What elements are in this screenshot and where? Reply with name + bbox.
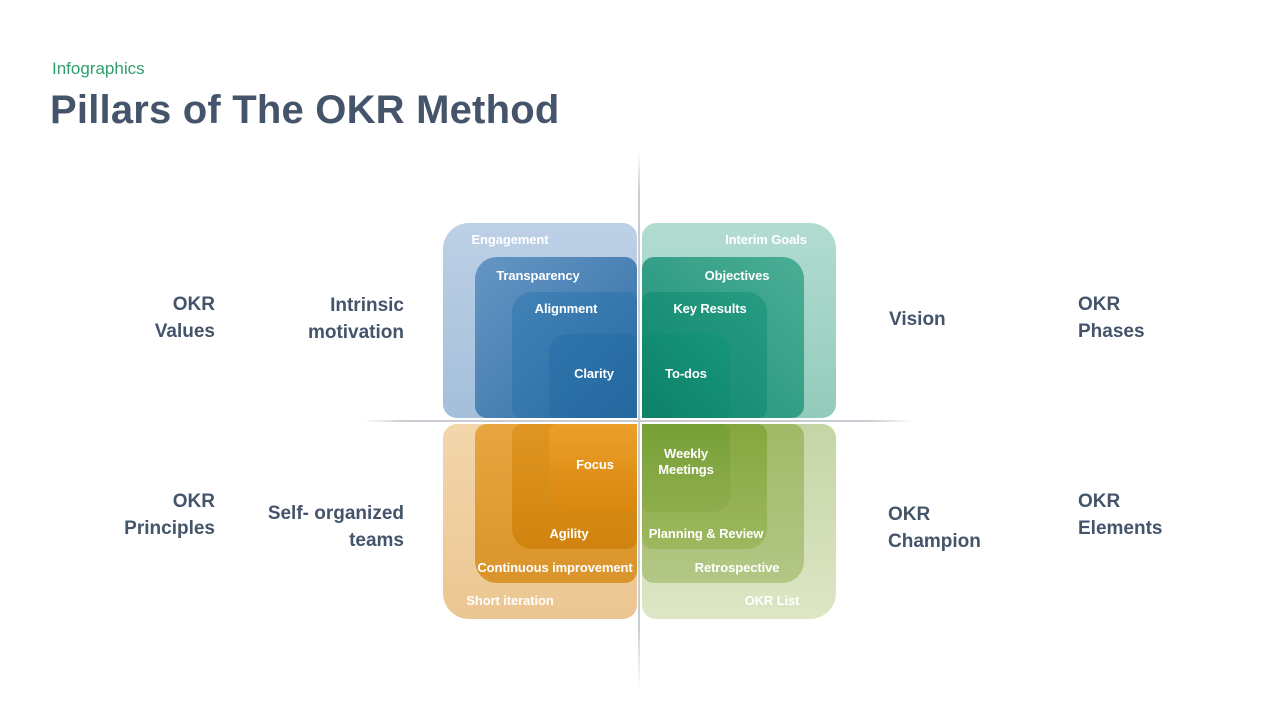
ring-label-transparency: Transparency <box>496 268 580 283</box>
ring-label-engagement: Engagement <box>471 232 549 247</box>
square-bottom-right-level-4 <box>642 424 730 512</box>
ring-label-objectives: Objectives <box>704 268 770 283</box>
ring-label-short-iteration: Short iteration <box>466 593 554 608</box>
ring-label-interim-goals: Interim Goals <box>725 232 807 247</box>
ring-label-to-dos: To-dos <box>665 366 707 381</box>
page-title: Pillars of The OKR Method <box>50 88 560 132</box>
annotation-right-bottom-category: OKR Elements <box>1078 491 1163 539</box>
ring-label-continuous-improvement: Continuous improvement <box>477 560 633 575</box>
kicker-label: Infographics <box>52 59 145 78</box>
ring-label-okr-list: OKR List <box>744 593 800 608</box>
annotation-right-bottom-concept: OKR Champion <box>888 504 981 552</box>
ring-label-clarity: Clarity <box>574 366 614 381</box>
ring-label-agility: Agility <box>549 526 589 541</box>
annotation-left-top-category: OKR Values <box>154 294 215 342</box>
square-top-left-level-4 <box>549 334 637 418</box>
annotation-right-top-category: OKR Phases <box>1078 294 1145 342</box>
square-top-right-level-4 <box>642 334 730 418</box>
ring-label-alignment: Alignment <box>534 301 598 316</box>
ring-label-planning-review: Planning & Review <box>648 526 764 541</box>
horizontal-axis-line <box>362 420 914 422</box>
ring-label-key-results: Key Results <box>673 301 747 316</box>
annotation-right-top-concept: Vision <box>889 309 946 330</box>
ring-label-weekly-meetings: Weekly Meetings <box>658 446 714 477</box>
annotation-left-bottom-category: OKR Principles <box>124 491 215 539</box>
annotation-left-top-concept: Intrinsic motivation <box>307 295 404 343</box>
square-bottom-left-level-4 <box>549 424 637 512</box>
annotation-left-bottom-concept: Self- organized teams <box>267 503 404 551</box>
ring-label-retrospective: Retrospective <box>694 560 780 575</box>
ring-label-focus: Focus <box>576 457 614 472</box>
